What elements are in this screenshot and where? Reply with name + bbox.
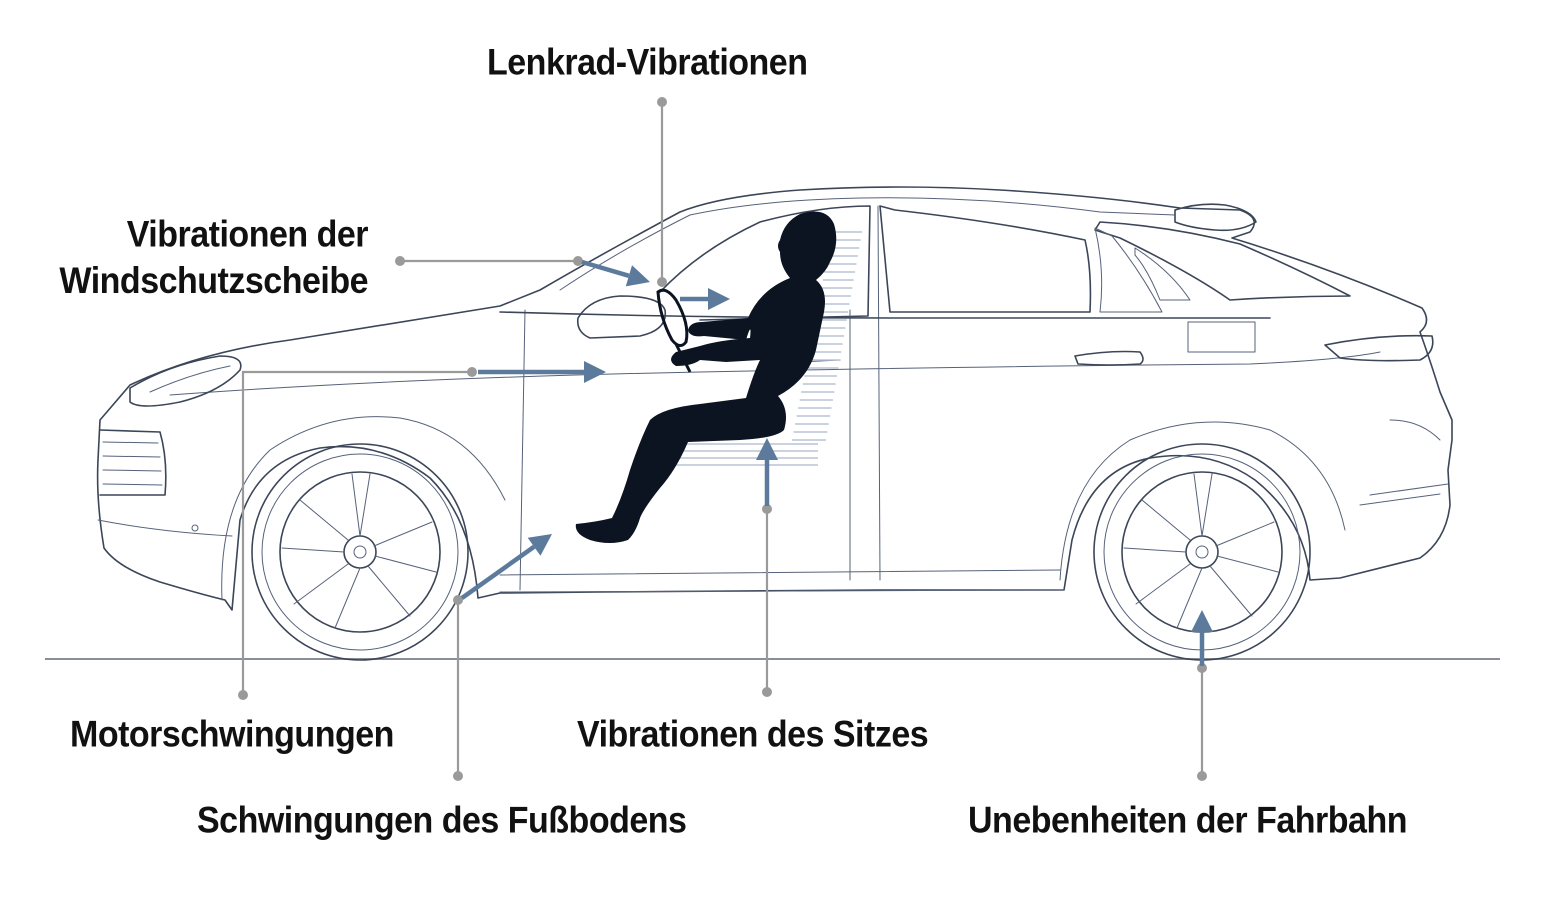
label-windshield-vibrations: Vibrationen der Windschutzscheibe	[59, 212, 368, 304]
arrow-engine-head	[584, 361, 606, 383]
leader-engine	[241, 370, 472, 695]
label-seat-vibrations: Vibrationen des Sitzes	[577, 714, 929, 756]
driver-icon	[575, 211, 837, 544]
arrow-floor-head	[527, 534, 552, 556]
arrow-windshield-shaft	[581, 259, 630, 278]
front-wheel-icon	[251, 443, 469, 661]
arrow-windshield-head	[625, 265, 650, 287]
label-steering-vibrations: Lenkrad-Vibrationen	[487, 42, 808, 84]
label-floor-vibrations: Schwingungen des Fußbodens	[197, 800, 687, 842]
label-windshield-line1: Vibrationen der	[126, 214, 369, 256]
leader-lines	[238, 97, 1207, 781]
label-windshield-line2: Windschutzscheibe	[59, 260, 368, 302]
seat-icon	[676, 231, 862, 466]
label-road-unevenness: Unebenheiten der Fahrbahn	[968, 800, 1408, 842]
arrow-road-head	[1191, 610, 1213, 632]
car-icon	[96, 186, 1453, 661]
label-engine-vibrations: Motorschwingungen	[70, 714, 394, 756]
arrow-seat-head	[756, 438, 778, 460]
arrow-steering-head	[708, 288, 730, 310]
arrow-floor-shaft	[460, 544, 536, 600]
vibration-arrows	[460, 259, 1213, 666]
